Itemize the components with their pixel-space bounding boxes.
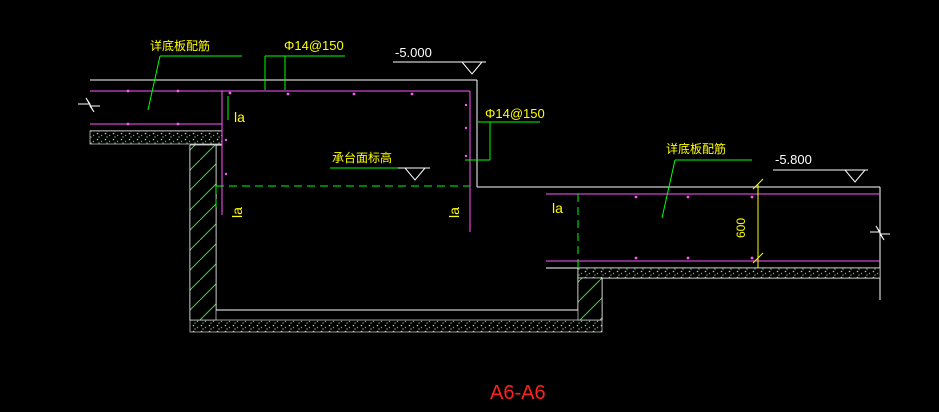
bedding-lower-right — [577, 267, 881, 279]
bedding-pit-bottom — [189, 319, 603, 333]
label-bottom-slab-rebar-left: 详底板配筋 — [150, 38, 210, 53]
wall-hatch-left — [189, 144, 217, 321]
label-la-4: la — [552, 200, 563, 216]
dimension-600 — [752, 178, 764, 268]
label-rebar-mid: Φ14@150 — [485, 106, 545, 121]
label-elev-lower: -5.800 — [775, 152, 812, 167]
label-la-1: la — [234, 109, 245, 125]
label-elev-upper: -5.000 — [395, 45, 432, 60]
leader-lines — [147, 55, 752, 219]
wall-hatch-right — [577, 277, 603, 321]
label-rebar-top: Φ14@150 — [284, 38, 344, 53]
dashed-lines — [215, 185, 579, 268]
label-la-2: la — [229, 207, 245, 218]
break-marks — [78, 97, 890, 241]
section-title: A6-A6 — [490, 382, 546, 404]
bedding-upper-left — [89, 130, 223, 145]
label-dim-600: 600 — [734, 218, 748, 238]
label-la-3: la — [446, 207, 462, 218]
rebar-dots — [126, 89, 754, 260]
label-cap-top-elev: 承台面标高 — [332, 150, 392, 165]
label-bottom-slab-rebar-right: 详底板配筋 — [666, 141, 726, 156]
elevation-markers — [393, 61, 868, 183]
